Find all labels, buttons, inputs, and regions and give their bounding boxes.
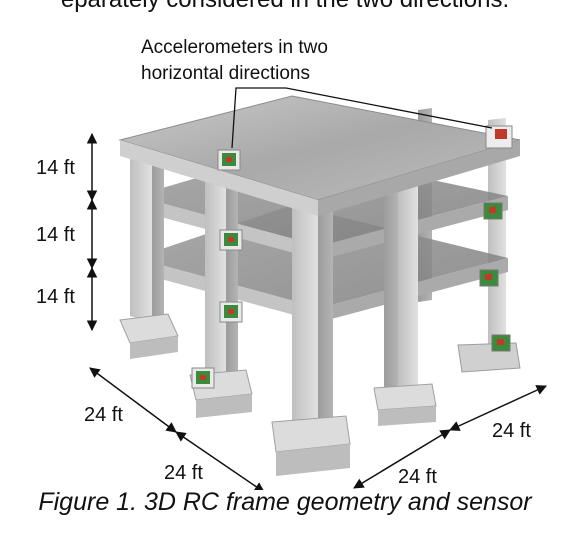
bay-width-left-back-label: 24 ft: [164, 462, 203, 484]
annotation-line-1: Accelerometers in two: [141, 37, 328, 58]
sensor-roof-left-icon: [217, 149, 241, 171]
accelerometer-annotation: Accelerometers in two horizontal directi…: [141, 35, 328, 87]
sensor-ground-left-icon: [191, 367, 215, 389]
annotation-line-2: horizontal directions: [141, 63, 310, 84]
bay-width-right-back-label: 24 ft: [492, 420, 531, 442]
sensor-ground-right-icon: [491, 334, 511, 352]
sensor-roof-right-icon: [485, 125, 513, 149]
bay-width-dimensions: [89, 367, 547, 490]
accelerometer-sensors: [191, 125, 513, 389]
bay-width-right-front-label: 24 ft: [398, 466, 437, 488]
sensor-floor2-right-icon: [479, 269, 499, 287]
sensor-floor3-right-icon: [483, 202, 503, 220]
story-height-top-label: 14 ft: [36, 157, 75, 179]
top-caption-text: eparately considered in the two directio…: [0, 0, 570, 14]
footings: [119, 313, 437, 476]
roof-slab: [118, 95, 521, 216]
rc-frame-illustration: [86, 87, 547, 490]
annotation-leader-lines: [231, 87, 493, 149]
sensor-floor3-left-icon: [219, 229, 243, 251]
story-height-middle-label: 14 ft: [36, 224, 75, 246]
front-columns: [130, 140, 418, 428]
sensor-floor2-left-icon: [219, 301, 243, 323]
figure-caption: Figure 1. 3D RC frame geometry and senso…: [38, 488, 532, 516]
bay-width-left-front-label: 24 ft: [84, 404, 123, 426]
story-height-bottom-label: 14 ft: [36, 286, 75, 308]
